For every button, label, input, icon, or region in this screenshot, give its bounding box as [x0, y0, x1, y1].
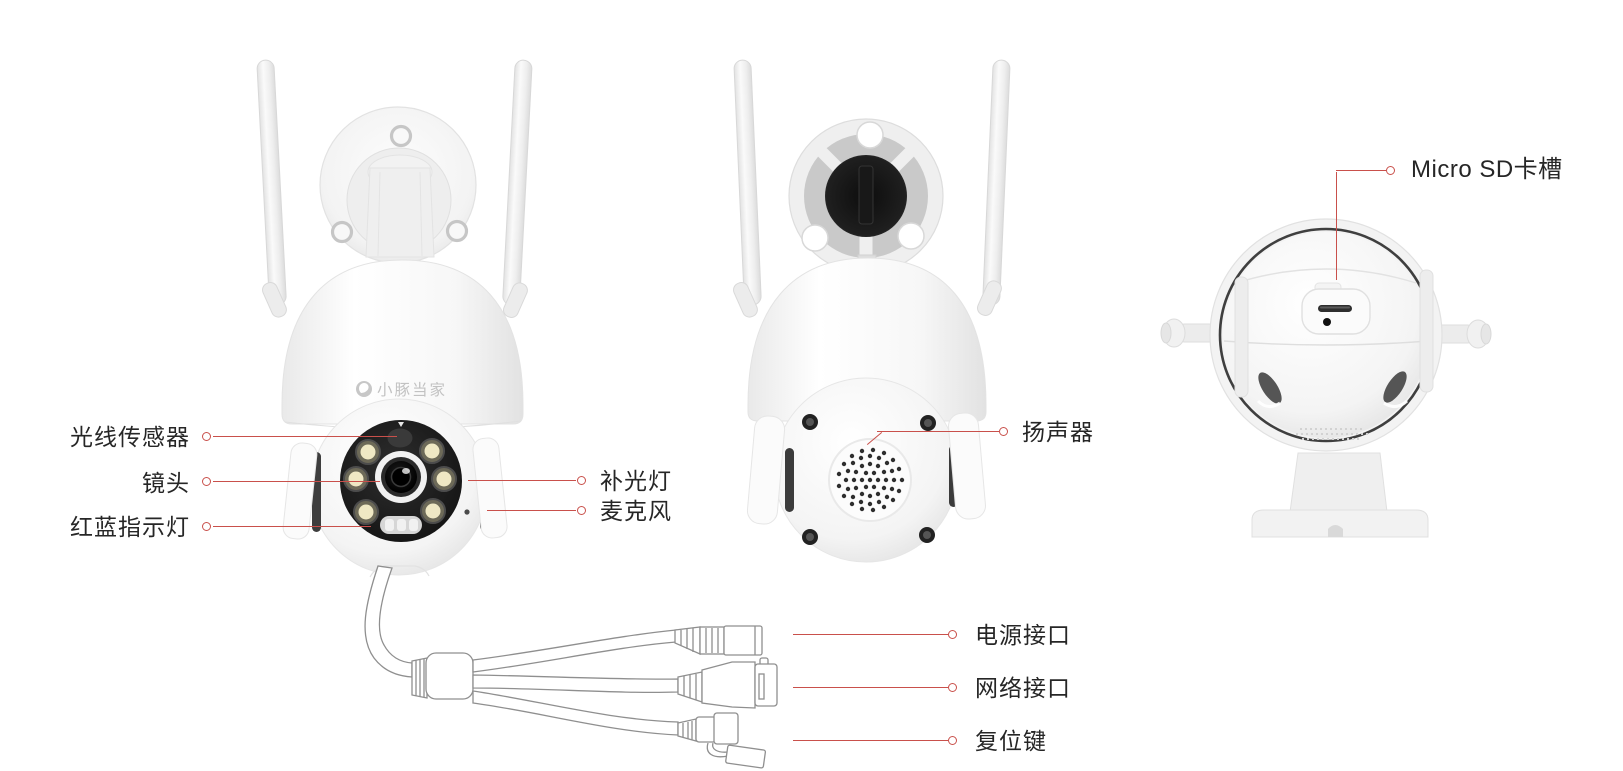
- label-fill-light: 补光灯: [600, 468, 672, 494]
- front-dome-body: [281, 259, 524, 430]
- label-power-port: 电源接口: [975, 622, 1071, 648]
- leader-indicator: [213, 526, 371, 527]
- right-bracket-arm: [472, 437, 508, 539]
- status-indicator-light: [380, 516, 422, 534]
- leader-light-sensor: [213, 436, 397, 437]
- network-connector: [677, 657, 778, 709]
- callout-dot: [948, 736, 957, 745]
- mount-screw-hole: [445, 219, 469, 243]
- label-indicator: 红蓝指示灯: [70, 514, 190, 540]
- callout-dot: [577, 506, 586, 515]
- back-sphere: [1209, 218, 1443, 452]
- mid-left-antenna-icon: [733, 59, 762, 306]
- antenna-hinge-icon: [733, 282, 758, 318]
- callout-dot: [202, 477, 211, 486]
- left-bracket-arm: [282, 442, 318, 540]
- camera-lens: [375, 451, 427, 503]
- right-bracket-arm: [948, 412, 986, 520]
- ball-bottom-port: [369, 565, 430, 578]
- front-mount-base: [319, 106, 477, 264]
- callout-dot: [577, 476, 586, 485]
- ir-led: [343, 438, 457, 525]
- leader-reset-button: [793, 740, 948, 741]
- label-speaker: 扬声器: [1022, 419, 1094, 445]
- left-hinge-slit: [785, 448, 794, 512]
- splitter-crimp: [411, 657, 428, 699]
- ball-screw: [802, 414, 936, 545]
- label-microphone: 麦克风: [600, 498, 672, 524]
- leader-speaker: [877, 431, 999, 432]
- label-lens: 镜头: [142, 470, 190, 496]
- power-cable: [472, 629, 677, 673]
- camera-stand: [1251, 452, 1429, 538]
- label-network-port: 网络接口: [975, 675, 1071, 701]
- label-light-sensor: 光线传感器: [70, 424, 190, 450]
- antenna-hinge-icon: [977, 280, 1002, 316]
- network-cable: [472, 674, 679, 694]
- mount-screw-hole: [801, 224, 829, 252]
- power-connector: [674, 625, 763, 656]
- callout-dot: [1386, 166, 1395, 175]
- leader-lens: [213, 481, 380, 482]
- back-view-camera-illustration: [1160, 218, 1492, 538]
- mount-screw-hole: [330, 220, 354, 244]
- cable-assembly-illustration: [364, 565, 778, 769]
- bottom-view-camera-illustration: [733, 59, 1011, 563]
- mount-screw-hole: [856, 121, 884, 149]
- leader-sd: [1336, 170, 1386, 171]
- leader-fill-light: [468, 480, 576, 481]
- front-right-antenna-icon: [502, 59, 533, 306]
- reset-connector: [677, 712, 767, 769]
- leader-sd-vertical: [1336, 172, 1337, 280]
- label-sd-slot: Micro SD卡槽: [1411, 156, 1563, 183]
- right-vent: [1383, 371, 1407, 403]
- brand-logo: 小豚当家: [356, 381, 447, 399]
- left-vent: [1258, 372, 1282, 404]
- mount-screw-hole: [389, 124, 413, 148]
- rear-grille: [1296, 428, 1368, 440]
- left-bracket-arm: [746, 415, 786, 525]
- sd-card-panel: [1301, 282, 1371, 335]
- leader-network-port: [793, 687, 948, 688]
- callout-dot: [202, 522, 211, 531]
- right-clamp-arm: [1419, 269, 1434, 393]
- reset-cable: [472, 690, 679, 736]
- speaker-grille: [828, 438, 912, 522]
- callout-dot: [999, 427, 1008, 436]
- callout-dot: [202, 432, 211, 441]
- light-sensor: [387, 428, 413, 448]
- front-view-camera-illustration: 小豚当家: [256, 59, 533, 578]
- mid-mount-bottom-view: [788, 118, 944, 288]
- main-cable: [364, 565, 413, 678]
- mount-screw-hole: [897, 222, 925, 250]
- brand-logo-text: 小豚当家: [377, 381, 447, 399]
- mid-right-antenna-icon: [982, 59, 1011, 306]
- left-clamp-arm: [1234, 276, 1249, 398]
- reset-pinhole: [1323, 318, 1331, 326]
- leader-power-port: [793, 634, 948, 635]
- lens-module: [340, 420, 462, 542]
- microphone-hole: [464, 509, 470, 515]
- front-left-antenna-icon: [256, 59, 287, 306]
- leader-microphone: [487, 510, 576, 511]
- label-reset-button: 复位键: [975, 728, 1047, 754]
- callout-dot: [948, 630, 957, 639]
- antenna-hinge-icon: [262, 282, 528, 318]
- cable-splitter: [425, 652, 474, 700]
- callout-dot: [948, 683, 957, 692]
